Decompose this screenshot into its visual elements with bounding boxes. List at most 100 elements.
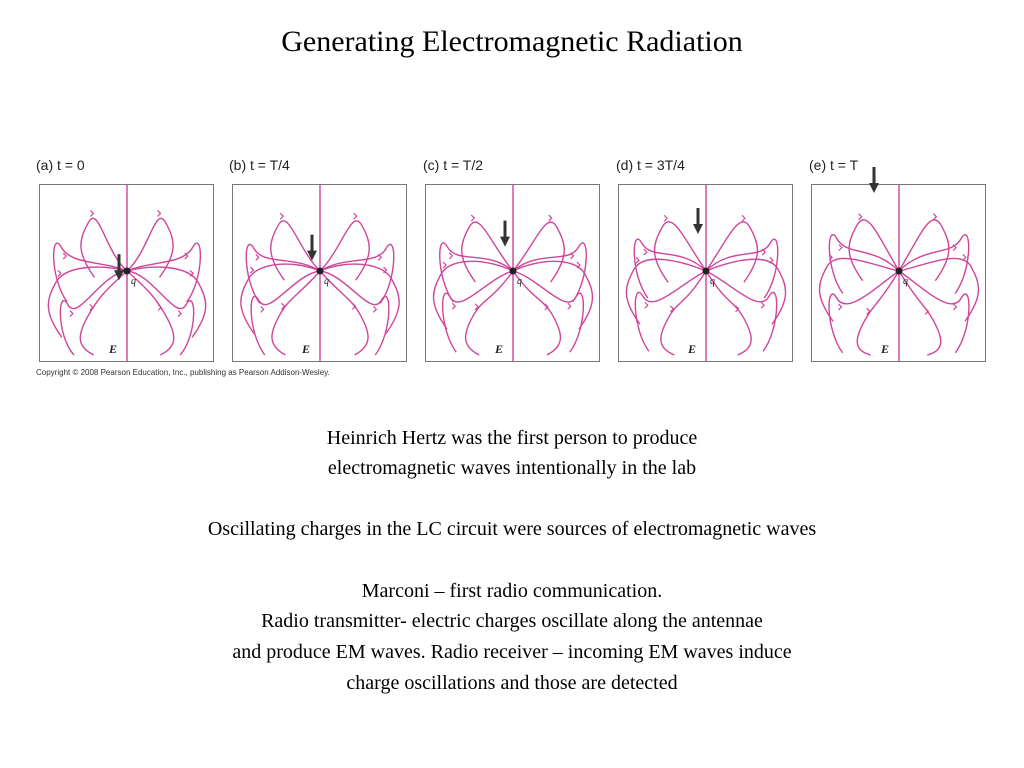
field-direction-chevron (962, 253, 967, 261)
field-line (442, 270, 514, 353)
field-direction-chevron (57, 269, 62, 277)
field-direction-chevron (838, 244, 843, 252)
field-line (461, 221, 514, 283)
field-lines-svg-c: qE (432, 185, 594, 361)
field-line (818, 257, 900, 322)
field-line (319, 270, 390, 356)
field-line (828, 234, 900, 295)
field-direction-chevron (372, 305, 378, 313)
oscillation-arrow-head (500, 236, 510, 247)
field-direction-chevron (544, 303, 549, 311)
field-line (633, 238, 707, 299)
field-direction-chevron (281, 302, 286, 310)
field-line (271, 270, 321, 356)
charge-dot (123, 267, 131, 275)
slide-title: Generating Electromagnetic Radiation (281, 25, 743, 58)
charge-label: q (517, 276, 522, 287)
field-line (625, 258, 707, 325)
field-line (705, 270, 778, 352)
field-e-label: E (880, 342, 889, 356)
field-direction-chevron (352, 302, 357, 310)
charge-label: q (131, 276, 136, 287)
field-line (47, 266, 128, 338)
oscillation-arrow-head (114, 270, 124, 281)
field-direction-chevron (932, 213, 938, 221)
field-direction-chevron (157, 304, 163, 311)
field-line (245, 244, 321, 304)
lc-circuit-line: Oscillating charges in the LC circuit we… (207, 518, 817, 540)
panel-label-e: (e) t = T (809, 157, 859, 173)
field-line (512, 260, 594, 330)
field-e-label: E (687, 342, 696, 356)
oscillation-arrow-head (869, 183, 879, 193)
field-lines-svg-d: qE (625, 185, 787, 361)
hertz-line-2: electromagnetic waves intentionally in t… (327, 457, 697, 479)
field-e-label: E (301, 342, 310, 356)
field-line (705, 258, 787, 325)
marconi-line-2: Radio transmitter- electric charges osci… (261, 610, 763, 632)
field-line (432, 260, 514, 330)
field-direction-chevron (189, 269, 194, 277)
oscillation-arrow-head (307, 250, 317, 261)
field-line (512, 270, 584, 353)
field-line (250, 270, 321, 356)
field-direction-chevron (470, 214, 476, 222)
field-direction-chevron (761, 248, 767, 256)
panel-label-d: (d) t = 3T/4 (616, 157, 685, 173)
field-direction-chevron (663, 214, 668, 222)
field-line (898, 270, 942, 356)
field-line (705, 270, 752, 356)
copyright-note: Copyright © 2008 Pearson Education, Inc.… (36, 368, 330, 377)
field-direction-chevron (250, 266, 255, 274)
panel-label-b: (b) t = T/4 (229, 157, 290, 173)
field-line (898, 234, 970, 295)
field-direction-chevron (548, 214, 553, 222)
field-direction-chevron (177, 310, 182, 318)
panel-label-a: (a) t = 0 (36, 157, 85, 173)
field-lines-svg-e: qE (818, 185, 980, 361)
field-line (126, 266, 207, 338)
field-direction-chevron (157, 210, 162, 217)
field-direction-chevron (828, 253, 833, 261)
field-direction-chevron (184, 252, 189, 260)
field-direction-chevron (383, 266, 388, 274)
field-line (464, 270, 514, 356)
field-direction-chevron (953, 303, 958, 311)
field-line (80, 217, 128, 278)
field-direction-chevron (644, 301, 649, 309)
field-line (705, 221, 759, 283)
field-line (512, 221, 565, 283)
field-line (319, 270, 369, 356)
charge-dot (702, 267, 710, 275)
charge-label: q (710, 276, 715, 287)
field-line (828, 270, 900, 354)
field-direction-chevron (769, 256, 774, 264)
field-line (512, 242, 587, 303)
field-lines-svg-b: qE (240, 185, 400, 361)
field-direction-chevron (474, 303, 479, 311)
marconi-line-1: Marconi – first radio communication. (361, 580, 663, 602)
field-line (126, 217, 174, 278)
field-direction-chevron (69, 310, 74, 318)
field-line (79, 270, 128, 356)
field-direction-chevron (741, 214, 746, 222)
charge-label: q (903, 276, 908, 287)
marconi-line-3: and produce EM waves. Radio receiver – i… (232, 641, 792, 663)
field-direction-chevron (760, 301, 765, 309)
charge-dot (509, 267, 517, 275)
field-e-label: E (494, 342, 503, 356)
field-line (126, 270, 175, 356)
field-direction-chevron (279, 212, 285, 220)
field-line (240, 263, 321, 335)
field-direction-chevron (735, 305, 740, 313)
field-direction-chevron (635, 256, 640, 264)
field-line (126, 242, 201, 303)
field-direction-chevron (448, 252, 454, 260)
field-direction-chevron (89, 304, 94, 311)
field-direction-chevron (451, 302, 457, 310)
field-line (439, 242, 514, 303)
marconi-line-4: charge oscillations and those are detect… (346, 672, 678, 694)
field-direction-chevron (576, 261, 581, 269)
